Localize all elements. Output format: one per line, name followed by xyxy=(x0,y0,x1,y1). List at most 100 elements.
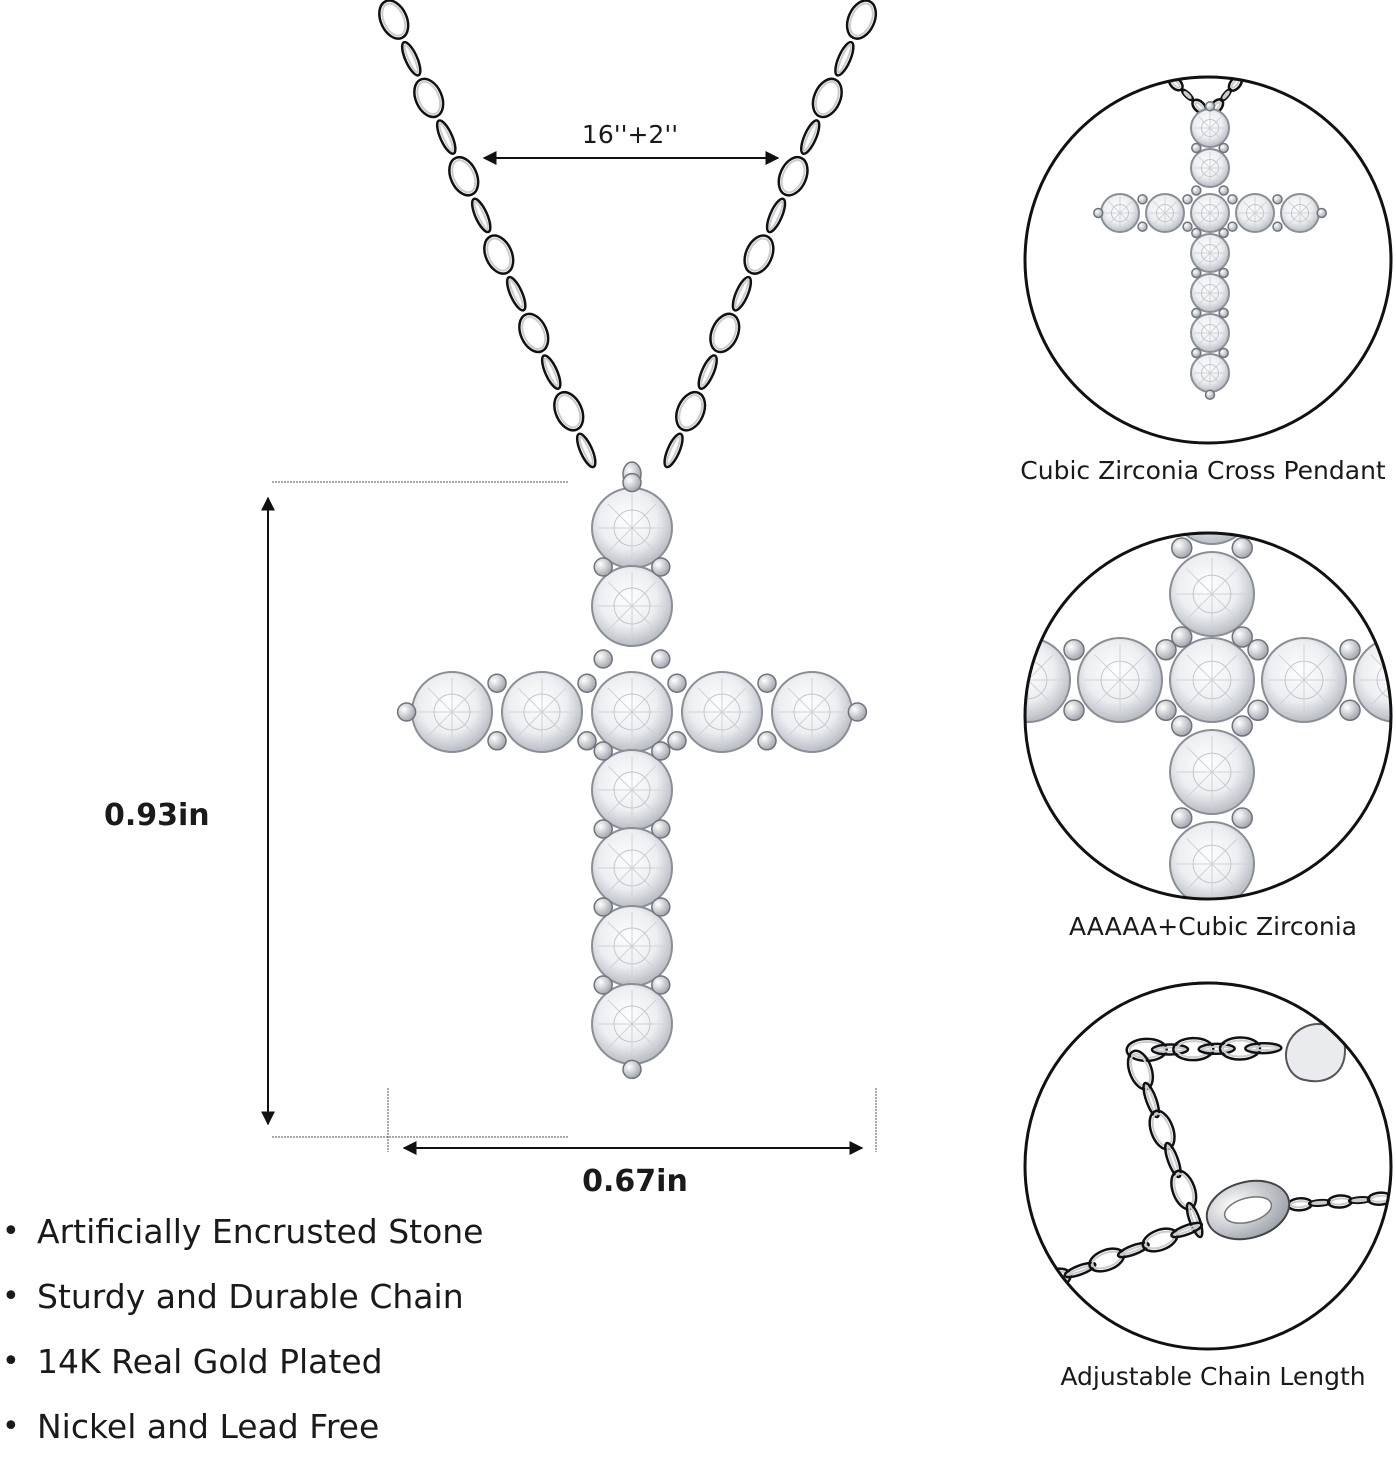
chain-link xyxy=(1218,1036,1262,1061)
stone-facet xyxy=(1187,956,1212,981)
chain-link-shine xyxy=(1091,1250,1122,1270)
stone-facet xyxy=(1303,654,1330,681)
chain-link-shine xyxy=(712,315,738,351)
chain-link xyxy=(697,354,718,390)
stone-prong xyxy=(1063,699,1085,721)
chain-link-shine xyxy=(746,237,772,272)
chain-link-shine xyxy=(543,357,559,387)
stone-prong xyxy=(1202,1086,1222,1106)
chain-link-shine xyxy=(403,44,419,74)
stone-facet xyxy=(607,867,633,893)
stone-table xyxy=(793,693,831,731)
stone-facet xyxy=(607,945,633,971)
stone-prong xyxy=(1171,807,1193,829)
stone-table xyxy=(433,693,471,731)
stone-facet xyxy=(517,687,543,713)
stone-prong xyxy=(622,1059,642,1080)
stone-prong xyxy=(1272,194,1283,205)
stone-facet xyxy=(607,527,633,553)
chain-link-shine xyxy=(1222,90,1230,100)
chain-link-shine xyxy=(678,394,704,429)
chain-link-shine xyxy=(780,159,806,194)
feature-item: •Sturdy and Durable Chain xyxy=(0,1270,483,1335)
stone-facet xyxy=(607,503,633,529)
stone-prong xyxy=(1204,101,1216,112)
stone-facet xyxy=(1186,679,1213,706)
stone-prong xyxy=(651,557,671,577)
stone-facet xyxy=(607,711,633,737)
stone-prong xyxy=(1137,221,1148,232)
chain-link xyxy=(799,119,821,155)
chain-link xyxy=(675,390,707,432)
stone-prong xyxy=(1339,699,1361,721)
stone-facet xyxy=(1027,679,1054,706)
stone-table xyxy=(1200,118,1220,138)
chain-link xyxy=(448,155,480,197)
chain-link-shine xyxy=(814,80,840,116)
height-dimension xyxy=(261,481,568,1138)
stone-table xyxy=(1155,203,1175,223)
stone-prong xyxy=(1232,992,1252,1012)
stone-prong xyxy=(1191,185,1202,196)
chain-link-shine xyxy=(556,394,582,429)
stone-prong xyxy=(757,673,777,693)
stone-facet xyxy=(451,711,477,737)
stone-prong xyxy=(1155,699,1177,721)
stone-prong xyxy=(1247,699,1269,721)
stone-prong xyxy=(1191,307,1202,319)
chain-link-shine xyxy=(1290,1200,1310,1209)
stone-prong xyxy=(1218,142,1229,154)
chain-link-shine xyxy=(768,200,784,231)
bullet-icon: • xyxy=(2,1409,20,1444)
stone-facet xyxy=(1186,771,1213,798)
chain-link-shine xyxy=(666,435,682,466)
stone-table xyxy=(1200,363,1220,383)
stone-prong xyxy=(396,702,417,722)
stone-prong xyxy=(1171,626,1193,648)
stone-prong xyxy=(1191,227,1202,239)
stone-prong xyxy=(1231,715,1253,737)
stone-facet xyxy=(631,1023,657,1049)
chain-link xyxy=(811,77,843,119)
stone-facet xyxy=(631,867,657,893)
stone-table xyxy=(613,509,651,547)
stone-prong xyxy=(1218,307,1229,319)
stone-facet xyxy=(787,687,813,713)
stone-facet xyxy=(1212,956,1237,981)
stone-table xyxy=(1200,203,1220,223)
necklace-chain xyxy=(378,0,878,487)
chain-link xyxy=(378,0,410,40)
stone-facet xyxy=(607,921,633,947)
chain-link xyxy=(1366,1191,1391,1206)
chain-link-shine xyxy=(1183,90,1192,100)
stone-table xyxy=(1192,660,1232,700)
stone-table xyxy=(1192,844,1232,884)
chain-link-shine xyxy=(802,122,818,152)
stone-table xyxy=(1110,203,1130,223)
chain-link xyxy=(1088,1247,1126,1273)
stone-facet xyxy=(1094,654,1121,681)
chain-link-shine xyxy=(1247,1045,1280,1052)
stone-prong xyxy=(487,731,507,751)
stone-facet xyxy=(1278,679,1305,706)
stone-table xyxy=(1200,158,1220,178)
chain-link xyxy=(518,312,550,354)
stone-prong xyxy=(593,741,613,761)
pendant-height-label: 0.93in xyxy=(104,798,210,833)
stone-prong xyxy=(1339,639,1361,661)
chain-link-shine xyxy=(508,279,524,309)
stone-facet xyxy=(427,687,453,713)
stone-facet xyxy=(1186,568,1213,595)
stone-facet xyxy=(1211,838,1238,865)
chain-link xyxy=(777,155,809,197)
chain-link-shine xyxy=(473,200,489,231)
chain-link-shine xyxy=(1173,1224,1201,1236)
stone-table xyxy=(613,927,651,965)
stone-facet xyxy=(1303,679,1330,706)
stone-facet xyxy=(1094,679,1121,706)
chain-link xyxy=(470,197,492,234)
stone-facet xyxy=(1212,502,1237,527)
stone-prong xyxy=(651,741,671,761)
stone-facet xyxy=(811,687,837,713)
